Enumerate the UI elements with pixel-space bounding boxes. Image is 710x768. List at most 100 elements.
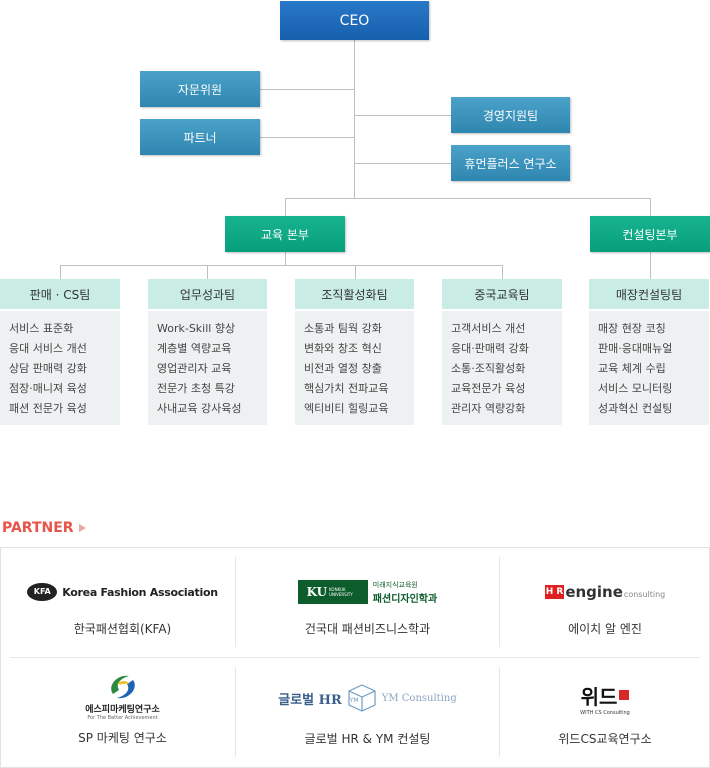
advisor-label: 자문위원 xyxy=(177,82,223,97)
team-duties: 서비스 표준화 응대 서비스 개선 상담 판매력 강화 점장·매니져 육성 패션… xyxy=(0,311,120,425)
konkuk-logo-text: 패션디자인학과 xyxy=(372,593,438,605)
team-name: 조직활성화팀 xyxy=(321,287,388,302)
team-duties: Work-Skill 향상 계층별 역량교육 영업관리자 교육 전문가 초청 특… xyxy=(148,311,267,425)
team-header: 업무성과팀 xyxy=(148,279,267,309)
globalhr-logo: 글로벌 HR YM YM Consulting xyxy=(236,678,499,718)
team-name: 중국교육팀 xyxy=(474,287,530,302)
connector-staff-2 xyxy=(355,163,451,164)
duty-item: 성과혁신 컨설팅 xyxy=(598,402,673,415)
duty-item: 소통과 팀웍 강화 xyxy=(304,322,382,335)
team-header: 조직활성화팀 xyxy=(295,279,414,309)
duty-item: 고객서비스 개선 xyxy=(451,322,526,335)
withcs-logo-sub: WITH CS Consulting xyxy=(580,709,630,716)
cube-badge-text: YM xyxy=(349,697,359,704)
hrengine-logo: H R engine consulting xyxy=(500,572,710,612)
staff-label: 경영지원팀 xyxy=(482,108,539,123)
duty-item: 상담 판매력 강화 xyxy=(9,362,87,375)
team-name: 업무성과팀 xyxy=(179,287,236,302)
connector-staff-1 xyxy=(355,115,451,116)
divider xyxy=(235,557,236,647)
withcs-logo: 위드 WITH CS Consulting xyxy=(500,678,710,718)
divider xyxy=(235,667,236,757)
connector-team-2 xyxy=(207,265,208,279)
hrengine-logo-text: engine xyxy=(565,583,623,601)
globalhr-logo-sub: YM Consulting xyxy=(381,692,457,704)
konkuk-badge: KU KONKUK UNIVERSITY xyxy=(297,580,368,604)
connector-advisor-1 xyxy=(260,89,355,90)
ceo-box: CEO xyxy=(280,1,429,40)
duty-item: 전문가 초청 특강 xyxy=(157,382,235,395)
staff-label: 휴먼플러스 연구소 xyxy=(464,156,557,171)
staff-box-1: 경영지원팀 xyxy=(451,97,570,133)
duty-item: 엑티비티 힐링교육 xyxy=(304,402,389,415)
team-header: 중국교육팀 xyxy=(442,279,562,309)
partner-item[interactable]: KU KONKUK UNIVERSITY 미래지식교육원 패션디자인학과 건국대… xyxy=(236,572,499,637)
team-header: 판매 · CS팀 xyxy=(0,279,120,309)
konkuk-badge-sub: KONKUK UNIVERSITY xyxy=(329,587,353,597)
team-duties: 소통과 팀웍 강화 변화와 창조 혁신 비전과 열정 창출 핵심가치 전파교육 … xyxy=(295,311,414,425)
sp-logo: 에스피마케팅연구소 For The Better Achievement xyxy=(10,667,235,725)
connector-division-horizontal xyxy=(285,198,651,199)
duty-item: 패션 전문가 육성 xyxy=(9,402,87,415)
duty-item: 서비스 모니터링 xyxy=(598,382,673,395)
sp-logo-sub: For The Better Achievement xyxy=(87,714,158,721)
advisor-box-1: 자문위원 xyxy=(140,71,260,107)
team-duties: 매장 현장 코칭 판매·응대매뉴얼 교육 체계 수립 서비스 모니터링 성과혁신… xyxy=(589,311,709,425)
partner-name: 한국패션협회(KFA) xyxy=(73,622,172,636)
connector-team-3 xyxy=(355,265,356,279)
division-label: 컨설팅본부 xyxy=(622,227,678,242)
duty-item: 교육 체계 수립 xyxy=(598,362,666,375)
partner-title: PARTNER xyxy=(2,520,74,536)
duty-item: 변화와 창조 혁신 xyxy=(304,342,382,355)
divider xyxy=(499,667,500,757)
duty-item: 영업관리자 교육 xyxy=(157,362,232,375)
konkuk-logo: KU KONKUK UNIVERSITY 미래지식교육원 패션디자인학과 xyxy=(236,572,499,612)
kfa-badge: KFA xyxy=(27,583,58,601)
division-box-consulting: 컨설팅본부 xyxy=(590,216,710,252)
divider xyxy=(10,657,700,658)
partner-name: 건국대 패션비즈니스학과 xyxy=(304,622,431,636)
connector-ceo-vertical xyxy=(354,40,355,198)
hrengine-badge: H R xyxy=(544,585,565,599)
advisor-label: 파트너 xyxy=(183,130,217,145)
partner-name: SP 마케팅 연구소 xyxy=(78,731,167,745)
withcs-logo-text: 위드 xyxy=(580,684,618,709)
duty-item: 서비스 표준화 xyxy=(9,322,74,335)
duty-item: 교육전문가 육성 xyxy=(451,382,526,395)
hrengine-logo-sub: consulting xyxy=(623,590,666,599)
cube-icon xyxy=(348,684,376,712)
connector-division-1 xyxy=(285,198,286,216)
konkuk-badge-text: KU xyxy=(306,585,328,599)
duty-item: 계층별 역량교육 xyxy=(157,342,232,355)
arrow-right-icon xyxy=(78,524,86,532)
team-duties: 고객서비스 개선 응대·판매력 강화 소통·조직활성화 교육전문가 육성 관리자… xyxy=(442,311,562,425)
sp-emblem-icon xyxy=(110,675,135,698)
connector-team-1 xyxy=(60,265,61,279)
partner-name: 위드CS교육연구소 xyxy=(558,732,652,746)
divider xyxy=(499,557,500,647)
partner-name: 글로벌 HR & YM 컨설팅 xyxy=(304,732,431,746)
connector-edu-down xyxy=(285,252,286,266)
sp-logo-text: 에스피마케팅연구소 xyxy=(85,704,160,715)
duty-item: 소통·조직활성화 xyxy=(451,362,526,375)
duty-item: 응대 서비스 개선 xyxy=(9,342,87,355)
duty-item: 핵심가치 전파교육 xyxy=(304,382,389,395)
duty-item: 비전과 열정 창출 xyxy=(304,362,382,375)
partner-item[interactable]: 위드 WITH CS Consulting 위드CS교육연구소 xyxy=(500,678,710,747)
partner-item[interactable]: 에스피마케팅연구소 For The Better Achievement SP … xyxy=(10,667,235,746)
connector-teams-horizontal xyxy=(60,265,503,266)
partner-item[interactable]: H R engine consulting 에이치 알 엔진 xyxy=(500,572,710,637)
partner-item[interactable]: KFA Korea Fashion Association 한국패션협회(KFA… xyxy=(10,572,235,637)
connector-division-2 xyxy=(650,198,651,216)
duty-item: 관리자 역량강화 xyxy=(451,402,526,415)
connector-advisor-2 xyxy=(260,137,355,138)
connector-team-4 xyxy=(502,265,503,279)
stamp-icon xyxy=(619,690,630,700)
division-box-education: 교육 본부 xyxy=(225,216,345,252)
partner-item[interactable]: 글로벌 HR YM YM Consulting 글로벌 HR & YM 컨설팅 xyxy=(236,678,499,747)
duty-item: 점장·매니져 육성 xyxy=(9,382,87,395)
duty-item: 매장 현장 코칭 xyxy=(598,322,666,335)
division-label: 교육 본부 xyxy=(261,227,309,242)
kfa-logo: KFA Korea Fashion Association xyxy=(10,572,235,612)
connector-team-5 xyxy=(650,252,651,279)
